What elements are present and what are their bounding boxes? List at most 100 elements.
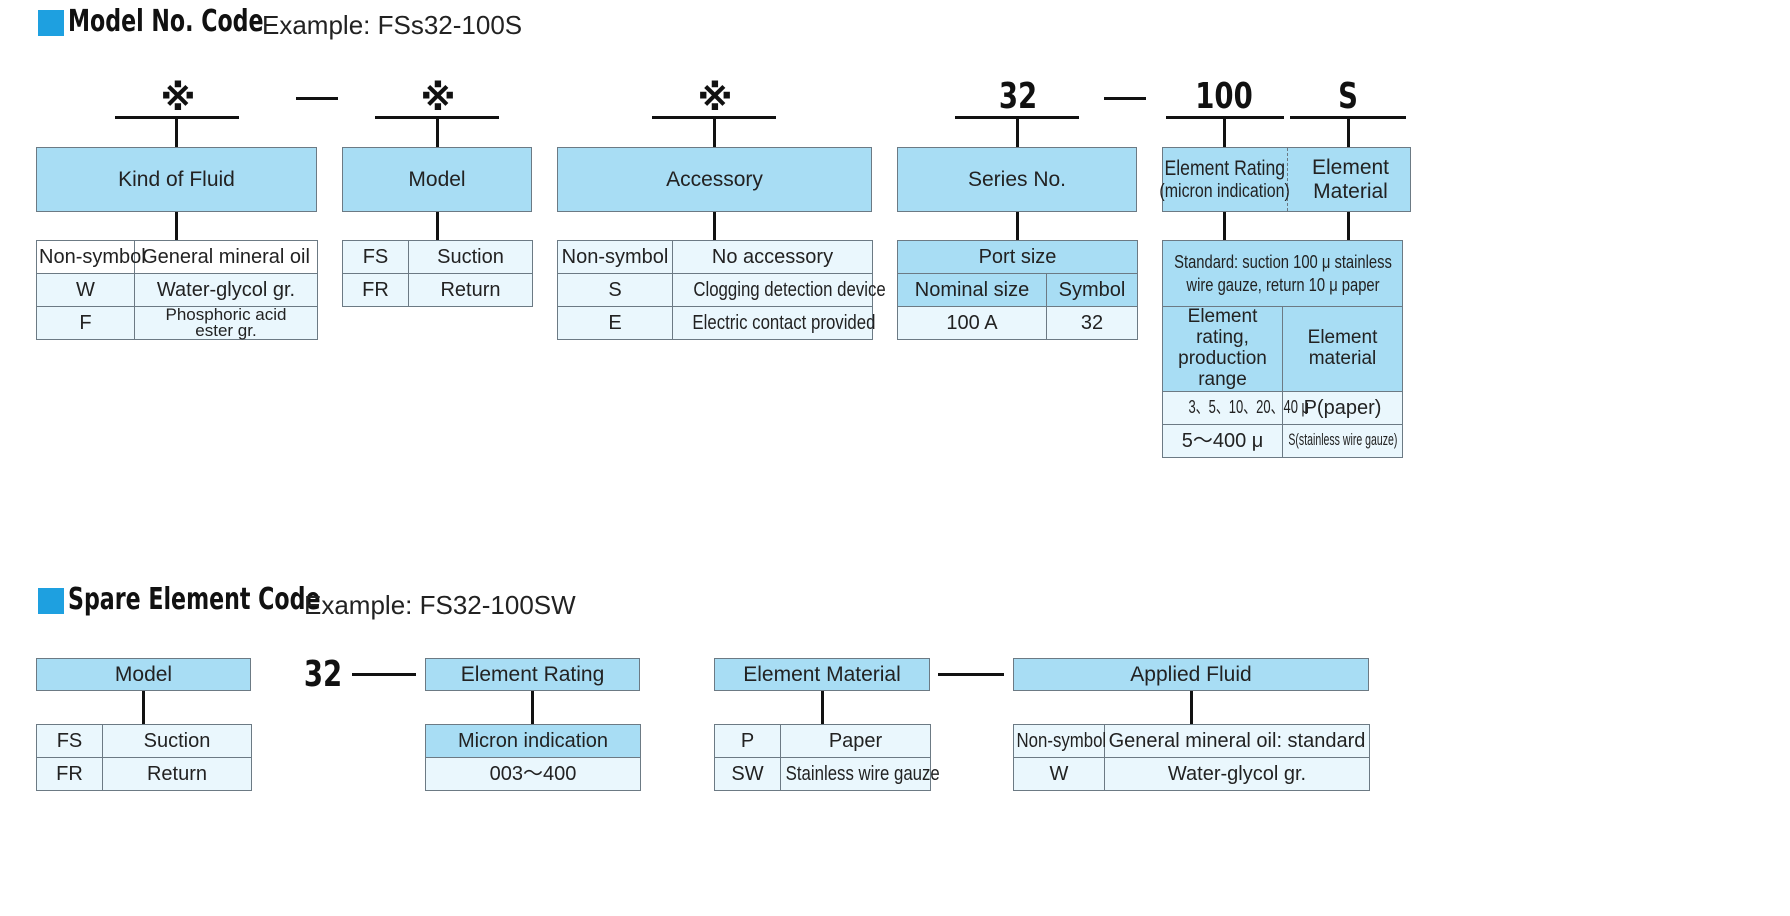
connector	[1223, 212, 1226, 240]
accessory-header: Accessory	[557, 147, 872, 212]
table-cell: SW	[714, 757, 781, 791]
spare-material-table: P Paper SW Stainless wire gauze	[714, 724, 940, 791]
symbol-model: ※	[420, 78, 456, 119]
table-cell: Suction	[102, 724, 252, 758]
connector	[1190, 691, 1193, 724]
standard-text: Standard: suction 100 μ stainless wire g…	[1174, 252, 1392, 295]
spare-rating-table: Micron indication 003～400	[425, 724, 641, 791]
model-header: Model	[342, 147, 532, 212]
table-cell: Stainless wire gauze	[780, 757, 940, 791]
connector	[1347, 118, 1350, 147]
symbol-accessory: ※	[697, 78, 733, 119]
connector	[436, 118, 439, 147]
separator-dash	[352, 673, 416, 676]
table-cell: FS	[36, 724, 103, 758]
connector	[531, 691, 534, 724]
table-cell: Non-symbol	[1013, 724, 1107, 758]
connector	[713, 118, 716, 147]
table-header-cell: Symbol	[1046, 273, 1138, 307]
spare-code-example: Example: FS32-100SW	[304, 590, 576, 620]
table-cell: W	[36, 273, 135, 307]
section-marker	[38, 588, 64, 614]
connector	[1347, 212, 1350, 240]
table-cell: No accessory	[672, 240, 873, 274]
symbol-fluid: ※	[160, 78, 196, 119]
table-cell: Electric contact provided	[672, 306, 876, 340]
rating-header: Element Rating (micron indication)	[1159, 148, 1291, 211]
separator-dash	[938, 673, 1004, 676]
spare-model-table: FS Suction FR Return	[36, 724, 252, 791]
series-table: Port size Nominal size Symbol 100 A 32	[897, 240, 1138, 340]
table-cell: S	[557, 273, 673, 307]
table-cell: Phosphoric acid ester gr.	[134, 305, 318, 341]
connector	[821, 691, 824, 724]
spare-fluid-header: Applied Fluid	[1013, 658, 1369, 691]
table-cell: F	[36, 305, 135, 341]
spare-material-header: Element Material	[714, 658, 930, 691]
separator-dash	[296, 97, 338, 100]
table-cell: Clogging detection device	[672, 273, 886, 307]
symbol-series: 32	[998, 76, 1038, 117]
connector	[436, 212, 439, 240]
stainless-gauze-text: Stainless wire gauze	[785, 763, 940, 785]
separator-dash	[1104, 97, 1146, 100]
connector	[1223, 118, 1226, 147]
model-code-title: Model No. Code	[68, 4, 264, 39]
clogging-text: Clogging detection device	[693, 279, 886, 301]
rating-header-line1: Element Rating	[1164, 156, 1286, 180]
table-cell: FR	[342, 273, 409, 307]
symbol-underline	[1290, 116, 1406, 119]
table-cell: Suction	[408, 240, 533, 274]
connector	[142, 691, 145, 724]
connector	[713, 212, 716, 240]
accessory-table: Non-symbol No accessory S Clogging detec…	[557, 240, 886, 340]
connector	[175, 118, 178, 147]
table-cell: 003～400	[425, 757, 641, 791]
spare-rating-header: Element Rating	[425, 658, 640, 691]
table-cell: Paper	[780, 724, 931, 758]
symbol-underline	[115, 116, 239, 119]
series-header: Series No.	[897, 147, 1137, 212]
symbol-underline	[1166, 116, 1284, 119]
rating-range-text: 3、5、10、20、40 μ	[1188, 396, 1310, 417]
table-cell: 32	[1046, 306, 1138, 340]
table-cell: Non-symbol	[557, 240, 673, 274]
stainless-text: S(stainless wire gauze)	[1288, 430, 1397, 450]
port-size-header: Port size	[897, 240, 1138, 274]
micron-indication-header: Micron indication	[425, 724, 641, 758]
table-header-cell: Element material	[1282, 306, 1403, 392]
symbol-underline	[375, 116, 499, 119]
kind-of-fluid-header: Kind of Fluid	[36, 147, 317, 212]
phosphoric-text: Phosphoric acid ester gr.	[165, 305, 287, 341]
spare-fluid-table: Non-symbol General mineral oil: standard…	[1013, 724, 1370, 791]
table-cell: General mineral oil	[134, 240, 318, 274]
symbol-underline	[955, 116, 1079, 119]
symbol-underline	[652, 116, 776, 119]
electric-text: Electric contact provided	[692, 312, 876, 334]
spare-model-header: Model	[36, 658, 251, 691]
table-cell: FS	[342, 240, 409, 274]
element-header: Element Rating (micron indication) Eleme…	[1159, 147, 1411, 212]
non-symbol-text: Non-symbol	[1016, 730, 1107, 752]
spare-series-symbol: 32	[303, 654, 343, 695]
standard-note: Standard: suction 100 μ stainless wire g…	[1162, 240, 1403, 307]
table-cell: Return	[102, 757, 252, 791]
table-cell: General mineral oil: standard	[1104, 724, 1370, 758]
section-marker	[38, 10, 64, 36]
table-cell: P(paper)	[1282, 390, 1403, 425]
material-header: Element Material	[1311, 156, 1390, 203]
table-cell: 5～400 μ	[1162, 423, 1283, 458]
table-cell: 100 A	[897, 306, 1047, 340]
element-table: Standard: suction 100 μ stainless wire g…	[1162, 240, 1403, 458]
rating-header-line2: (micron indication)	[1159, 180, 1291, 202]
table-cell: 3、5、10、20、40 μ	[1162, 390, 1309, 425]
kind-of-fluid-table: Non-symbol General mineral oil W Water-g…	[36, 240, 318, 341]
symbol-material: S	[1338, 76, 1358, 117]
table-cell: Water-glycol gr.	[134, 273, 318, 307]
connector	[1016, 212, 1019, 240]
table-cell: Water-glycol gr.	[1104, 757, 1370, 791]
connector	[175, 212, 178, 240]
table-cell: FR	[36, 757, 103, 791]
table-cell: S(stainless wire gauze)	[1282, 423, 1403, 458]
spare-code-title: Spare Element Code	[68, 582, 321, 617]
